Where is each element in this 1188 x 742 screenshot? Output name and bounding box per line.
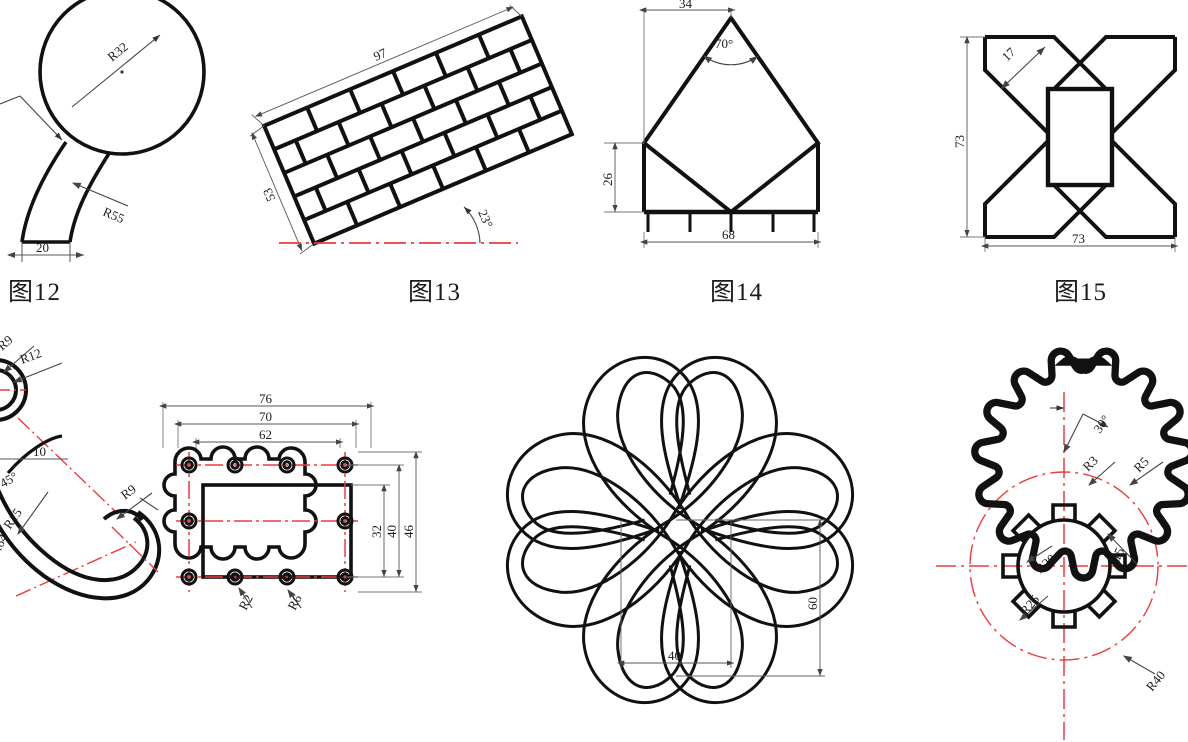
svg-text:R40: R40 xyxy=(1143,668,1168,694)
svg-text:R12: R12 xyxy=(18,345,43,367)
figure-hook-geometry: 10 R9 R12 45° R15 R64 R9 xyxy=(0,332,162,601)
svg-text:73: 73 xyxy=(952,135,967,148)
figure-14-caption: 图14 xyxy=(710,279,764,306)
figure-gear-geometry: 30° R3 R5 15 R20 R25 R40 xyxy=(936,347,1188,740)
figure-14-geometry: 70° 34 26 68 xyxy=(600,0,821,248)
svg-text:53: 53 xyxy=(260,186,279,204)
svg-text:40: 40 xyxy=(384,525,399,538)
svg-text:R6: R6 xyxy=(284,592,305,613)
svg-text:68: 68 xyxy=(722,227,735,242)
svg-text:R9: R9 xyxy=(0,332,16,353)
svg-text:32: 32 xyxy=(369,525,384,538)
svg-text:70: 70 xyxy=(259,409,272,424)
svg-text:40: 40 xyxy=(668,648,681,663)
svg-text:20: 20 xyxy=(36,240,49,255)
svg-text:26: 26 xyxy=(600,173,615,187)
svg-text:R9: R9 xyxy=(118,481,139,502)
svg-text:34: 34 xyxy=(679,0,693,11)
svg-text:97: 97 xyxy=(371,45,389,64)
figure-12-geometry: R32 R55 20 xyxy=(0,0,206,262)
figure-15-geometry: 17 73 73 xyxy=(952,35,1178,252)
figure-15-caption: 图15 xyxy=(1054,279,1108,306)
svg-text:R32: R32 xyxy=(104,39,130,64)
svg-text:70°: 70° xyxy=(715,36,733,51)
figure-13-geometry: 97 53 xyxy=(249,4,575,255)
svg-text:R3: R3 xyxy=(1080,453,1101,474)
figure-plate-geometry: 76 70 62 32 40 46 R2 R6 xyxy=(139,391,422,613)
svg-text:45°: 45° xyxy=(0,469,20,491)
svg-text:23°: 23° xyxy=(475,207,496,230)
svg-text:60: 60 xyxy=(805,597,820,610)
figure-13-angle-annotation: 23° xyxy=(279,206,518,244)
figure-clover-dimensions: 40 60 xyxy=(617,519,825,677)
svg-text:30°: 30° xyxy=(1090,412,1113,436)
svg-text:R64: R64 xyxy=(0,531,11,558)
svg-text:62: 62 xyxy=(259,427,272,442)
svg-text:10: 10 xyxy=(33,444,46,459)
svg-text:15: 15 xyxy=(1108,545,1127,563)
svg-text:R55: R55 xyxy=(101,204,127,226)
svg-text:73: 73 xyxy=(1072,231,1085,246)
svg-text:46: 46 xyxy=(401,525,416,539)
svg-text:76: 76 xyxy=(259,391,273,406)
svg-text:17: 17 xyxy=(999,44,1019,64)
figure-13-caption: 图13 xyxy=(408,279,462,306)
svg-text:R2: R2 xyxy=(235,592,255,612)
figure-12-caption: 图12 xyxy=(8,279,62,306)
figure-clover-geometry xyxy=(505,355,855,705)
